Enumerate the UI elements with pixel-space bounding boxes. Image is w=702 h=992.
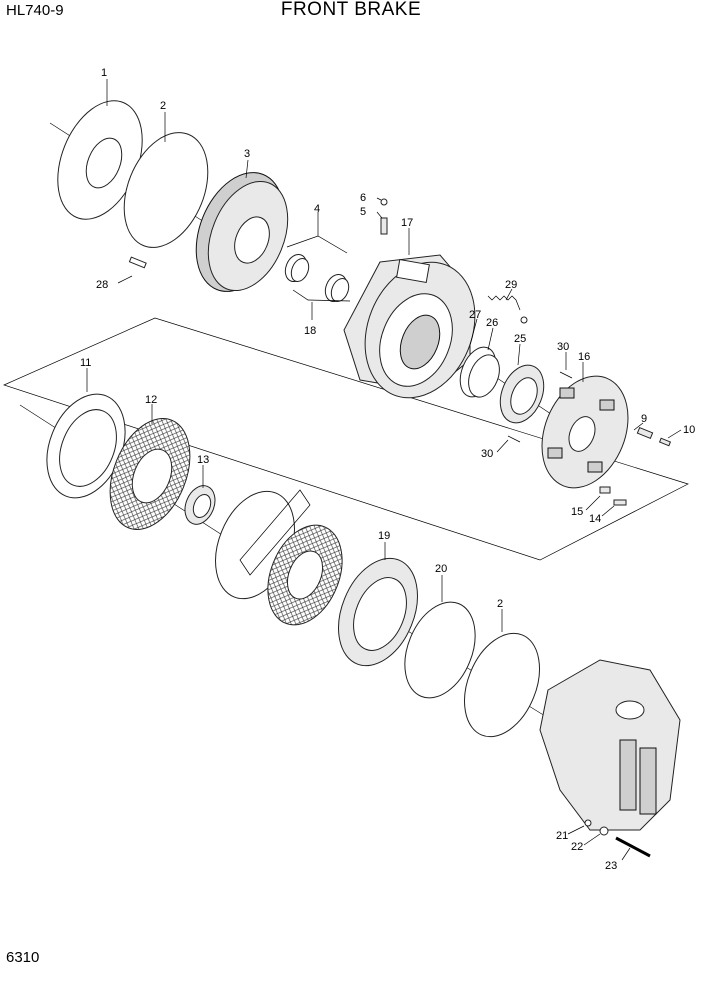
- part-13-hub: [184, 485, 216, 525]
- part-28-pin: [128, 256, 147, 269]
- part-2-oring: [123, 132, 209, 248]
- callout-30-upper: 30: [557, 341, 569, 353]
- callout-15: 15: [571, 506, 583, 518]
- page-title: FRONT BRAKE: [280, 0, 422, 20]
- callout-28: 28: [96, 279, 108, 291]
- disc-stack: [215, 489, 343, 626]
- part-2-oring-lower: [464, 632, 540, 738]
- part-29-spring: [487, 295, 528, 324]
- axle-housing: [539, 659, 681, 831]
- callout-1: 1: [101, 67, 107, 79]
- group-outline: [3, 317, 689, 561]
- callout-3: 3: [244, 148, 250, 160]
- callout-26: 26: [486, 317, 498, 329]
- callout-22: 22: [571, 841, 583, 853]
- model-label: HL740-9: [6, 2, 64, 19]
- callout-9: 9: [641, 413, 647, 425]
- callout-11: 11: [80, 357, 91, 369]
- callout-13: 13: [197, 454, 209, 466]
- callout-5: 5: [360, 206, 366, 218]
- part-4-18-seal-rings: [284, 235, 351, 303]
- callout-23: 23: [605, 860, 617, 872]
- callout-16: 16: [578, 351, 590, 363]
- callout-19: 19: [378, 530, 390, 542]
- part-11-disc: [46, 393, 126, 499]
- callout-18: 18: [304, 325, 316, 337]
- part-12-friction-disc: [109, 418, 191, 530]
- callout-25: 25: [514, 333, 526, 345]
- callout-20: 20: [435, 563, 447, 575]
- part-21-22-23-hardware: [584, 819, 651, 858]
- callout-labels: 1 2 3 4 5 6 17 28 18 29 27 26 25 30 16 9…: [80, 67, 695, 872]
- callout-30-lower: 30: [481, 448, 493, 460]
- callout-10: 10: [683, 424, 695, 436]
- part-3-piston: [195, 172, 289, 292]
- part-16-guide: [541, 375, 629, 489]
- callout-2-lower: 2: [497, 598, 503, 610]
- part-20-ring: [404, 601, 476, 699]
- callout-14: 14: [589, 513, 601, 525]
- callout-17: 17: [401, 217, 413, 229]
- callout-12: 12: [145, 394, 157, 406]
- callout-4: 4: [314, 203, 320, 215]
- callout-21: 21: [556, 830, 568, 842]
- callout-29: 29: [505, 279, 517, 291]
- part-5-6-bleeder: [380, 198, 388, 235]
- part-17-housing: [343, 254, 476, 399]
- part-1-plate: [57, 100, 143, 220]
- page-number: 6310: [6, 949, 40, 966]
- callout-2: 2: [160, 100, 166, 112]
- leader-lines: [86, 79, 682, 861]
- part-27-26-25-rings: [459, 346, 545, 424]
- callout-27: 27: [469, 309, 481, 321]
- part-9-10-14-15-hardware: [507, 371, 672, 506]
- part-19-plate: [338, 557, 418, 667]
- callout-6: 6: [360, 192, 366, 204]
